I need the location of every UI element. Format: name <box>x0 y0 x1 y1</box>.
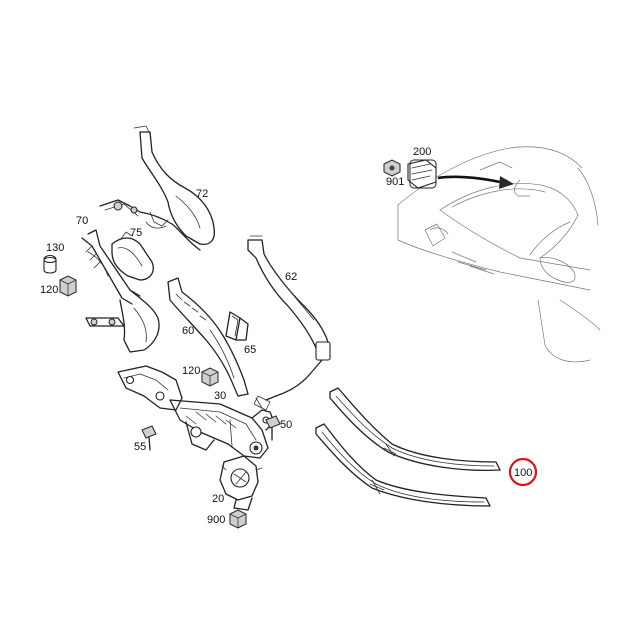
label-901: 901 <box>386 176 404 188</box>
linkage-frame-30 <box>117 365 275 459</box>
label-100: 100 <box>514 467 532 479</box>
clip-65 <box>225 311 249 341</box>
car-outline <box>397 146 601 363</box>
wiper-motor-20 <box>219 455 263 511</box>
label-65: 65 <box>244 344 256 356</box>
label-120-left: 120 <box>40 284 58 296</box>
wiper-blades-100 <box>315 387 501 507</box>
label-120-mid: 120 <box>182 365 200 377</box>
label-30: 30 <box>214 390 226 402</box>
cover-75 <box>111 231 154 281</box>
label-72: 72 <box>196 188 208 200</box>
label-900: 900 <box>207 514 225 526</box>
cap-130 <box>43 254 57 274</box>
linkage-rod-70 <box>81 229 160 353</box>
linkage-arm-72 <box>99 125 216 251</box>
part-labels: 72 75 70 130 120 62 60 65 120 30 50 55 2… <box>40 146 532 526</box>
bolt-50 <box>265 415 281 441</box>
nut-120-left <box>59 275 77 297</box>
label-60: 60 <box>182 325 194 337</box>
label-200: 200 <box>413 146 431 158</box>
wiper-arm-62 <box>247 235 331 411</box>
label-70: 70 <box>76 215 88 227</box>
bolt-55 <box>141 425 157 451</box>
label-50: 50 <box>280 419 292 431</box>
label-55: 55 <box>134 441 146 453</box>
label-62: 62 <box>285 271 297 283</box>
label-130: 130 <box>46 242 64 254</box>
nut-120-mid <box>201 367 219 387</box>
nut-900 <box>229 509 247 529</box>
label-20: 20 <box>212 493 224 505</box>
wiper-arm-60 <box>167 277 249 397</box>
rain-sensor-200 <box>407 159 437 189</box>
highlight-ring-100 <box>508 457 538 487</box>
label-75: 75 <box>130 227 142 239</box>
pointer-arrow <box>437 175 514 189</box>
nut-901 <box>383 159 401 177</box>
